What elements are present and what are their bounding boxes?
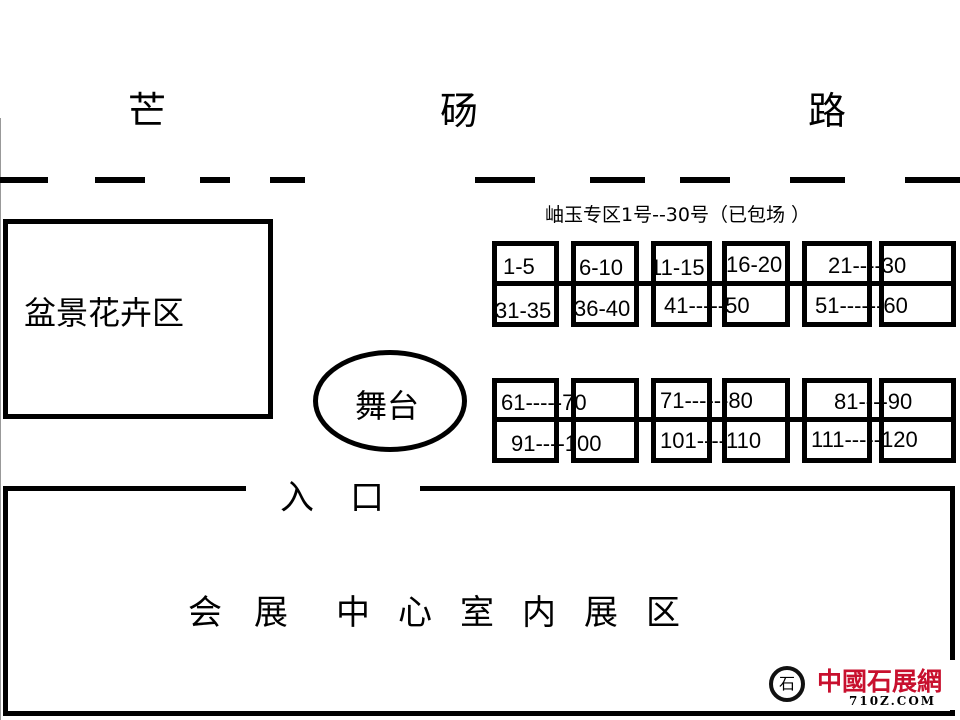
bonsai-area-label: 盆景花卉区: [24, 294, 185, 332]
entrance-label: 口: [350, 478, 384, 518]
road-char: 路: [808, 89, 847, 133]
booth-label: 36-40: [574, 296, 631, 321]
entrance-label: 入: [280, 478, 314, 518]
zone-title: 岫玉专区1号--30号（已包场 ）: [545, 204, 811, 226]
booth-label: 6-10: [579, 255, 624, 280]
booth-label: 21----30: [828, 253, 907, 278]
site-logo: 石 中國石展網 710Z.COM: [765, 660, 955, 710]
booth-label: 51------60: [815, 293, 908, 318]
road-char: 芒: [128, 89, 167, 133]
road-char: 砀: [440, 89, 479, 133]
booth-label: 81----90: [834, 389, 913, 414]
booth-label: 101----110: [660, 428, 762, 453]
booth-label: 71------80: [660, 388, 753, 413]
booth-label: 16-20: [726, 252, 783, 277]
logo-url: 710Z.COM: [849, 694, 937, 708]
left-edge-line: [0, 118, 1, 720]
bonsai-area: [3, 219, 273, 419]
logo-name: 中國石展網: [817, 667, 943, 696]
booth-label: 61-----70: [501, 390, 587, 415]
booth-label: 11-15: [650, 255, 705, 280]
booth-label: 41-----50: [664, 293, 750, 318]
booth-label: 1-5: [503, 254, 535, 279]
booth-label: 111-----120: [811, 427, 918, 452]
booth-label: 91----100: [511, 431, 602, 456]
stage-label: 舞台: [355, 387, 420, 425]
hall-label: 会展中心室内展区: [188, 593, 680, 633]
stage: [313, 350, 467, 452]
booth-label: 31-35: [495, 298, 552, 323]
logo-emblem-icon: 石: [769, 666, 805, 702]
